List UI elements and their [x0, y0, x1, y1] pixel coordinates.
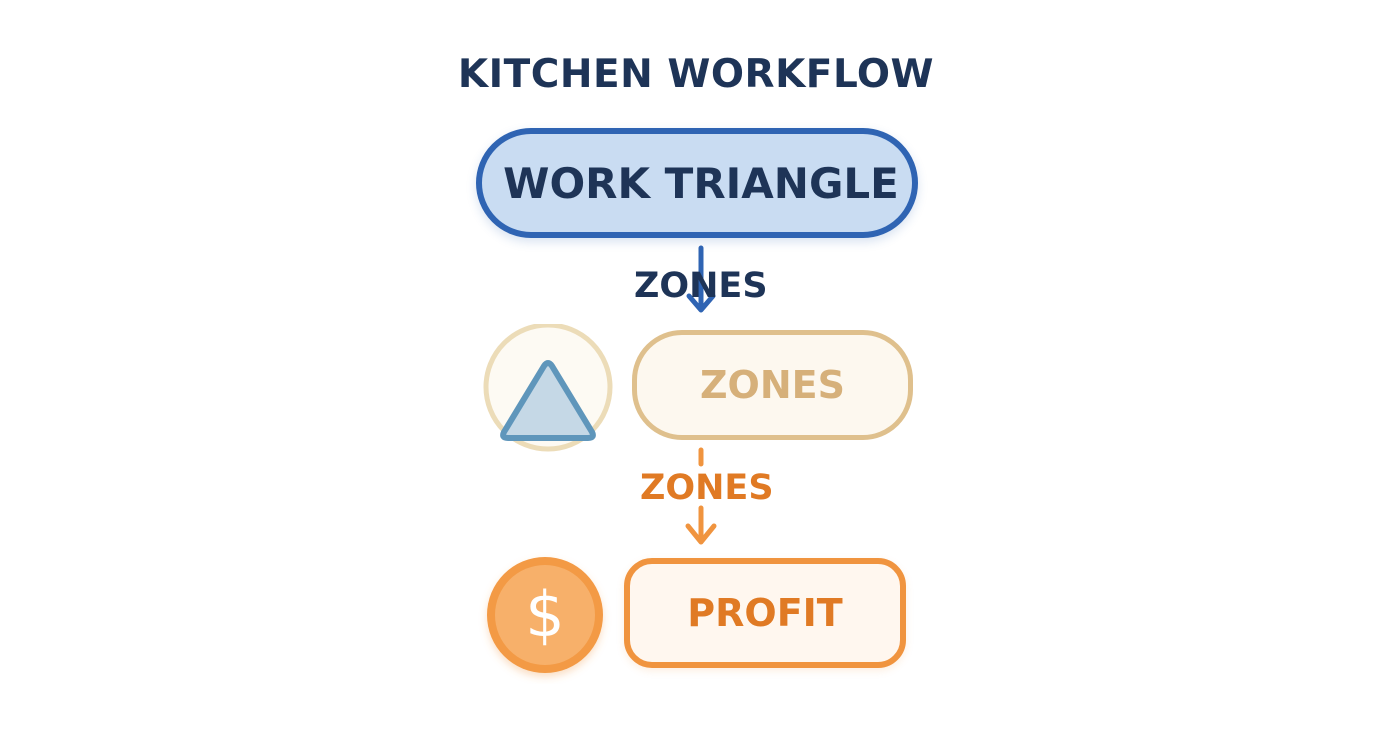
profit-node: PROFIT	[624, 558, 906, 668]
diagram-title: KITCHEN WORKFLOW	[457, 52, 935, 97]
arrow-down-icon	[685, 447, 717, 545]
work-triangle-label: WORK TRIANGLE	[503, 158, 899, 208]
work-triangle-node: WORK TRIANGLE	[476, 128, 918, 238]
zones-label: ZONES	[700, 363, 845, 407]
zones-node: ZONES	[632, 330, 913, 440]
edge-label-zones-to-profit: ZONES	[640, 468, 774, 508]
edge-label-work-to-zones: ZONES	[634, 266, 768, 306]
dollar-glyph: $	[525, 578, 564, 651]
profit-label: PROFIT	[687, 591, 843, 635]
dollar-coin-icon: $	[487, 557, 603, 673]
arrow-down-icon	[686, 245, 716, 313]
triangle-icon	[483, 324, 613, 452]
